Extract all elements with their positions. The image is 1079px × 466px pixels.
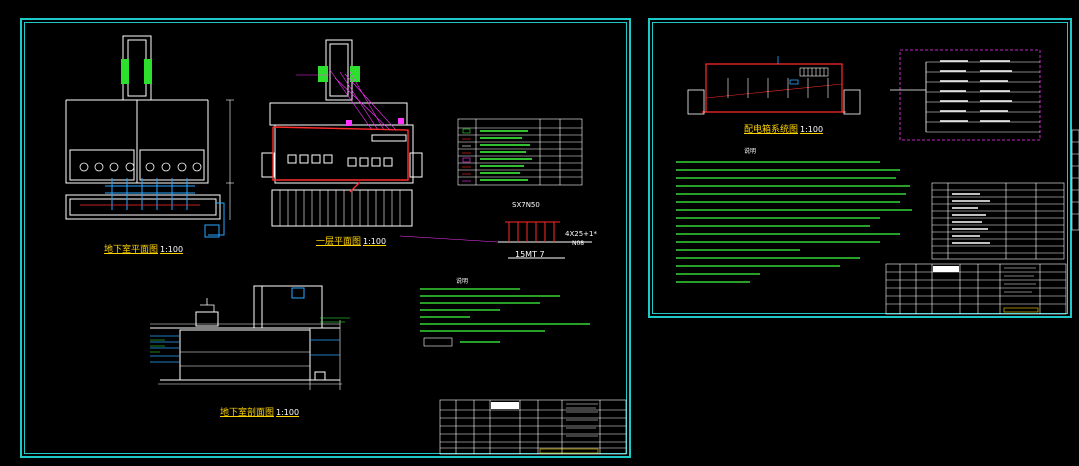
side-tabs — [1071, 129, 1079, 231]
schedule-table — [931, 182, 1065, 260]
section-cable — [150, 335, 340, 363]
notes-heading-right: 说明 — [744, 148, 757, 155]
sheet-frame-left-inner — [24, 22, 627, 454]
system-diagram — [890, 49, 1041, 141]
title-block-right — [885, 263, 1067, 315]
floor-plan — [261, 39, 423, 227]
basement-plan — [65, 35, 234, 238]
section-drawing — [150, 285, 342, 390]
distribution-box — [687, 56, 861, 115]
sheet-frame-right-inner — [652, 22, 1068, 314]
section-annotations — [150, 317, 350, 353]
sheet-frame-left — [20, 18, 631, 458]
cable-detail — [399, 221, 592, 259]
cable-label-right: 4X25+1* — [565, 230, 597, 238]
basement-pipes — [105, 178, 195, 210]
cable-label-bottom: 15MT 7 — [515, 250, 545, 259]
legend-table — [457, 118, 583, 186]
cable-label-under: N08 — [572, 240, 585, 247]
cable-label-top: SX7N50 — [512, 201, 540, 209]
floor-cable — [272, 126, 409, 193]
floor-leaders — [296, 69, 404, 131]
title-block-left — [439, 399, 627, 455]
sheet-frame-right — [648, 18, 1072, 318]
notes-heading-left: 说明 — [456, 278, 469, 285]
